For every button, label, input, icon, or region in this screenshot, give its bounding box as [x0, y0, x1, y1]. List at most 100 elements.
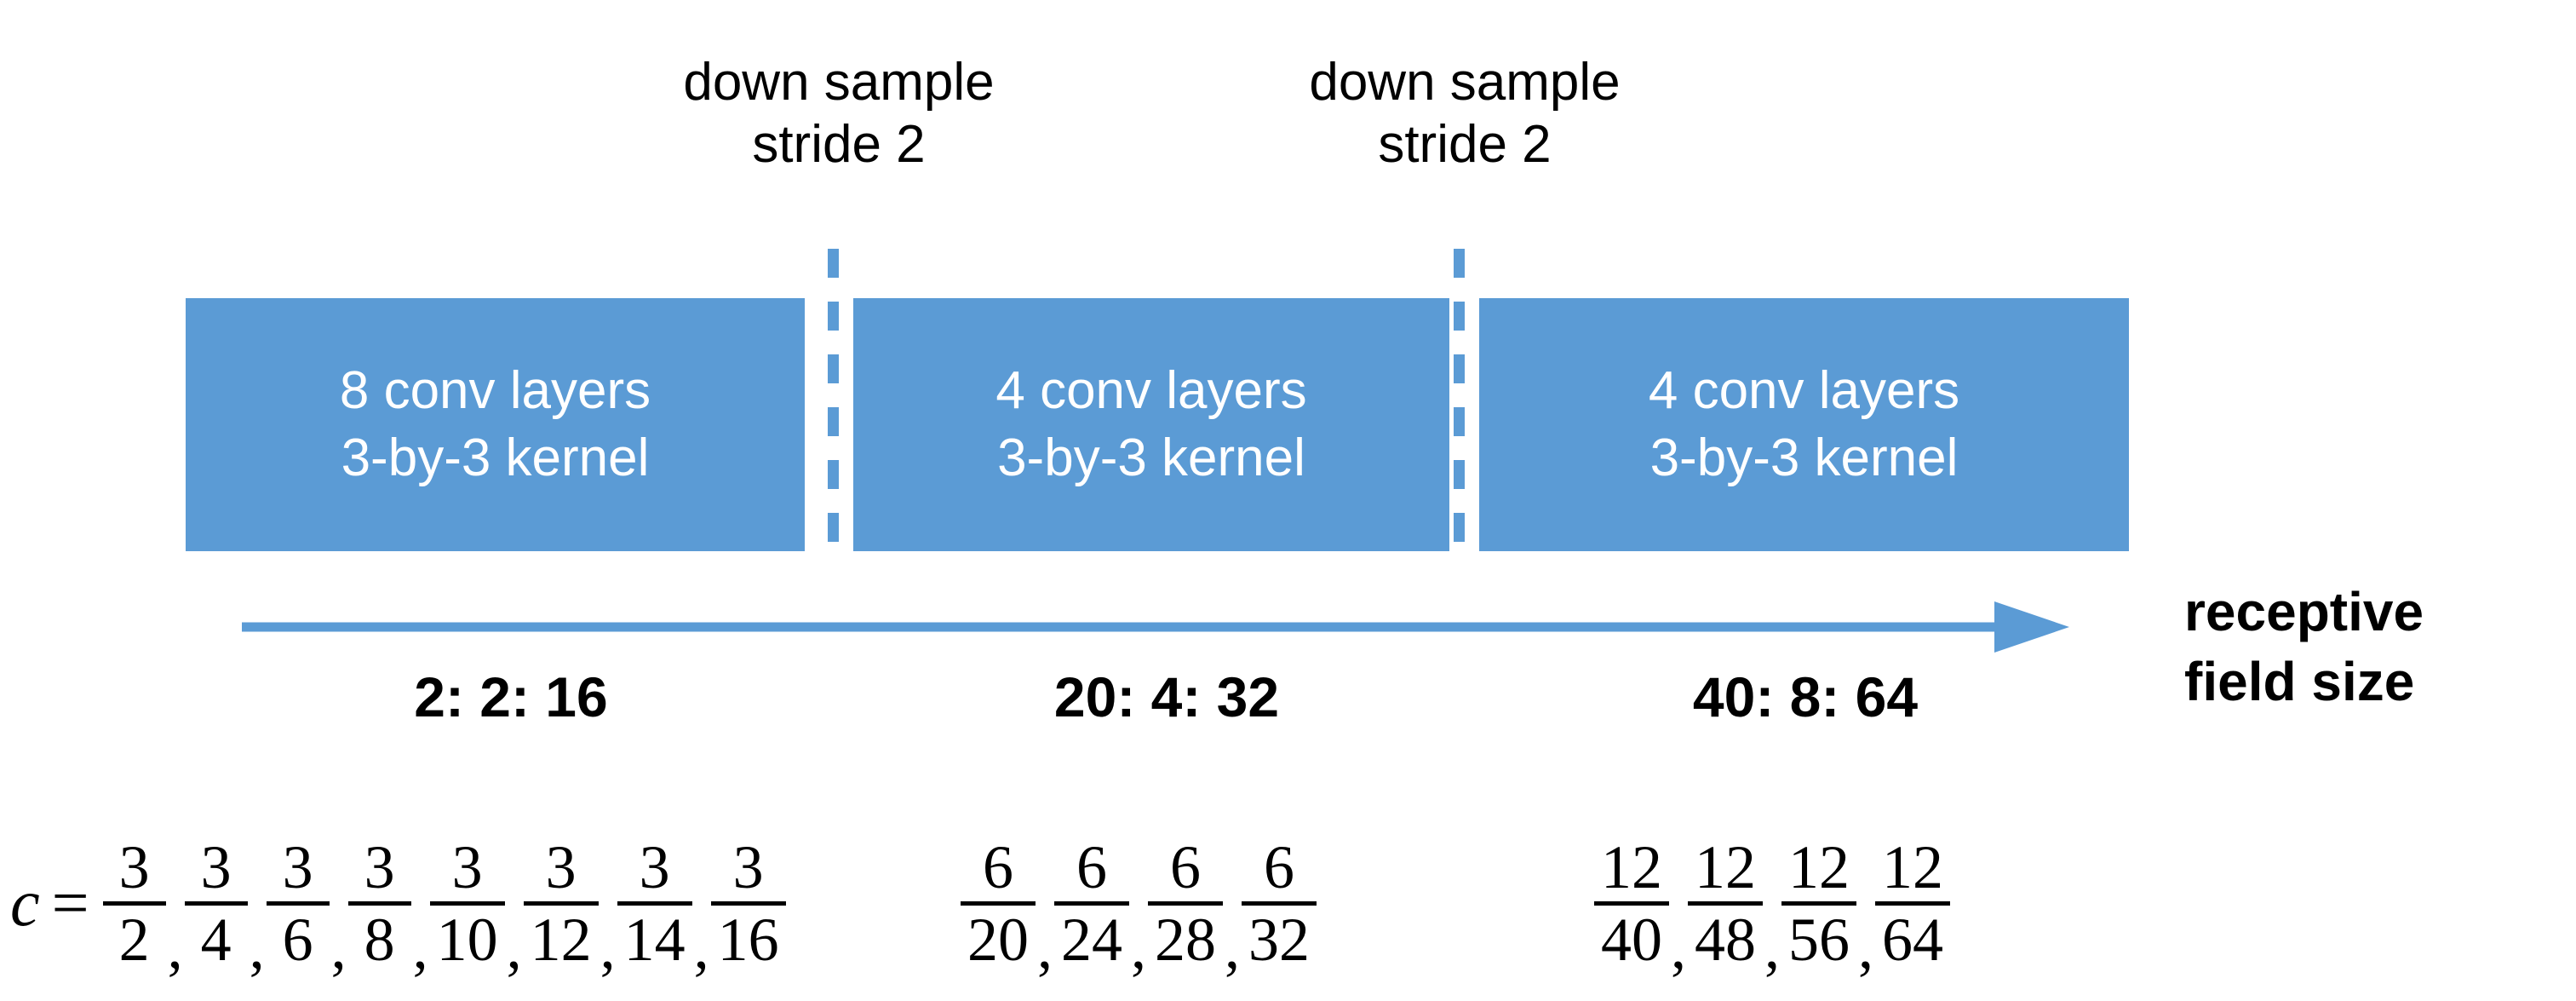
comma: , [412, 913, 428, 981]
fraction: 6 32 [1242, 837, 1317, 970]
fraction: 6 28 [1148, 837, 1223, 970]
fraction-denominator: 56 [1788, 905, 1850, 974]
fraction-bar [429, 900, 505, 906]
conv-block-1[interactable]: 8 conv layers 3-by-3 kernel [186, 298, 805, 551]
comma: , [249, 913, 265, 981]
fraction-denominator: 24 [1061, 905, 1122, 974]
fraction-numerator: 6 [1076, 832, 1107, 901]
equals-sign: = [51, 866, 89, 940]
conv-block-2-kernel: 3-by-3 kernel [997, 428, 1305, 487]
fraction: 3 14 [617, 837, 692, 970]
conv-block-3[interactable]: 4 conv layers 3-by-3 kernel [1479, 298, 2129, 551]
fraction-denominator: 4 [200, 905, 232, 974]
fraction-numerator: 12 [1882, 832, 1943, 901]
conv-block-1-layers: 8 conv layers [339, 360, 651, 420]
fraction-numerator: 12 [1695, 832, 1756, 901]
fraction-numerator: 12 [1788, 832, 1850, 901]
comma: , [600, 913, 616, 981]
receptive-field-size-caption: receptive field size [2184, 578, 2559, 717]
fraction-numerator: 3 [200, 832, 232, 901]
fraction-numerator: 3 [364, 832, 395, 901]
fraction-denominator: 48 [1695, 905, 1756, 974]
fraction-bar [1242, 900, 1317, 906]
fraction: 3 16 [710, 832, 786, 974]
downsample-annotation-1-line2: stride 2 [752, 115, 926, 175]
c-values-group-3: 12 40 , 12 48 , 12 56 , 12 64 [1594, 818, 1950, 988]
fraction-bar [184, 900, 248, 906]
conv-block-3-layers: 4 conv layers [1648, 360, 1960, 420]
fraction-numerator: 3 [545, 832, 577, 901]
conv-stage-row: 8 conv layers 3-by-3 kernel 4 conv layer… [0, 298, 2576, 551]
c-values-group-2: 6 20 , 6 24 , 6 28 , 6 32 [961, 818, 1317, 988]
fraction-denominator: 12 [530, 905, 592, 974]
fraction-bar [961, 900, 1036, 906]
fraction: 6 24 [1054, 837, 1129, 970]
fraction-bar [523, 900, 599, 906]
fraction-numerator: 3 [282, 832, 313, 901]
fraction-bar [1054, 900, 1129, 906]
fraction-bar [266, 900, 330, 906]
fraction-denominator: 10 [436, 905, 498, 974]
fraction-numerator: 3 [451, 832, 483, 901]
fraction: 6 20 [961, 837, 1036, 970]
fraction-bar [102, 900, 166, 906]
fraction-denominator: 28 [1155, 905, 1216, 974]
conv-block-2-layers: 4 conv layers [995, 360, 1307, 420]
comma: , [1037, 913, 1053, 981]
fraction: 3 8 [347, 832, 411, 970]
downsample-annotation-2-line1: down sample [1309, 53, 1621, 112]
fraction-denominator: 64 [1882, 905, 1943, 974]
fraction-bar [1781, 900, 1856, 906]
fraction-denominator: 40 [1601, 905, 1662, 974]
receptive-field-caption-line1: receptive [2184, 581, 2424, 642]
comma: , [1131, 913, 1146, 981]
fraction-bar [347, 900, 411, 906]
fraction-bar [1688, 900, 1763, 906]
fraction: 3 12 [523, 832, 599, 974]
comma: , [693, 913, 709, 981]
fraction: 12 40 [1594, 837, 1669, 970]
c-values-group-1: c = 3 2 , 3 4 , 3 6 , 3 8 , 3 10 [10, 818, 786, 988]
receptive-field-arrow [238, 596, 2078, 658]
downsample-annotation-2-line2: stride 2 [1378, 115, 1552, 175]
conv-block-2[interactable]: 4 conv layers 3-by-3 kernel [853, 298, 1449, 551]
conv-block-1-kernel: 3-by-3 kernel [341, 428, 650, 487]
fraction-bar [710, 900, 786, 906]
comma: , [1764, 913, 1780, 981]
fraction-denominator: 14 [623, 905, 686, 974]
receptive-field-caption-line2: field size [2184, 650, 2415, 712]
range-label-stage-3: 40: 8: 64 [1692, 665, 1919, 728]
fraction-bar [617, 900, 692, 906]
downsample-annotation-2: down sample stride 2 [1222, 51, 1707, 175]
fraction: 3 2 [102, 832, 166, 974]
fraction-numerator: 6 [1170, 832, 1201, 901]
fraction-bar [1875, 900, 1950, 906]
fraction-bar [1594, 900, 1669, 906]
fraction-numerator: 3 [732, 832, 764, 901]
fraction: 12 56 [1781, 837, 1856, 970]
fraction-numerator: 6 [983, 832, 1013, 901]
downsample-divider-2 [1454, 249, 1465, 549]
range-label-stage-2: 20: 4: 32 [1053, 665, 1280, 728]
fraction-bar [1148, 900, 1223, 906]
fraction-numerator: 12 [1601, 832, 1662, 901]
fraction-denominator: 2 [118, 905, 150, 974]
fraction-numerator: 3 [118, 832, 150, 901]
conv-block-3-kernel: 3-by-3 kernel [1649, 428, 1959, 487]
downsample-annotation-1-line1: down sample [683, 53, 995, 112]
fraction: 3 6 [266, 832, 330, 970]
fraction: 3 10 [429, 832, 505, 974]
fraction-denominator: 32 [1248, 905, 1310, 974]
fraction: 12 64 [1875, 837, 1950, 970]
range-label-stage-1: 2: 2: 16 [414, 665, 608, 728]
fraction-numerator: 3 [639, 832, 670, 901]
fraction-denominator: 16 [717, 905, 779, 974]
fraction: 3 4 [184, 832, 248, 974]
comma: , [1225, 913, 1240, 981]
comma: , [506, 913, 522, 981]
downsample-divider-1 [828, 249, 839, 549]
fraction-numerator: 6 [1264, 832, 1294, 901]
comma: , [330, 913, 347, 981]
fraction: 12 48 [1688, 837, 1763, 970]
